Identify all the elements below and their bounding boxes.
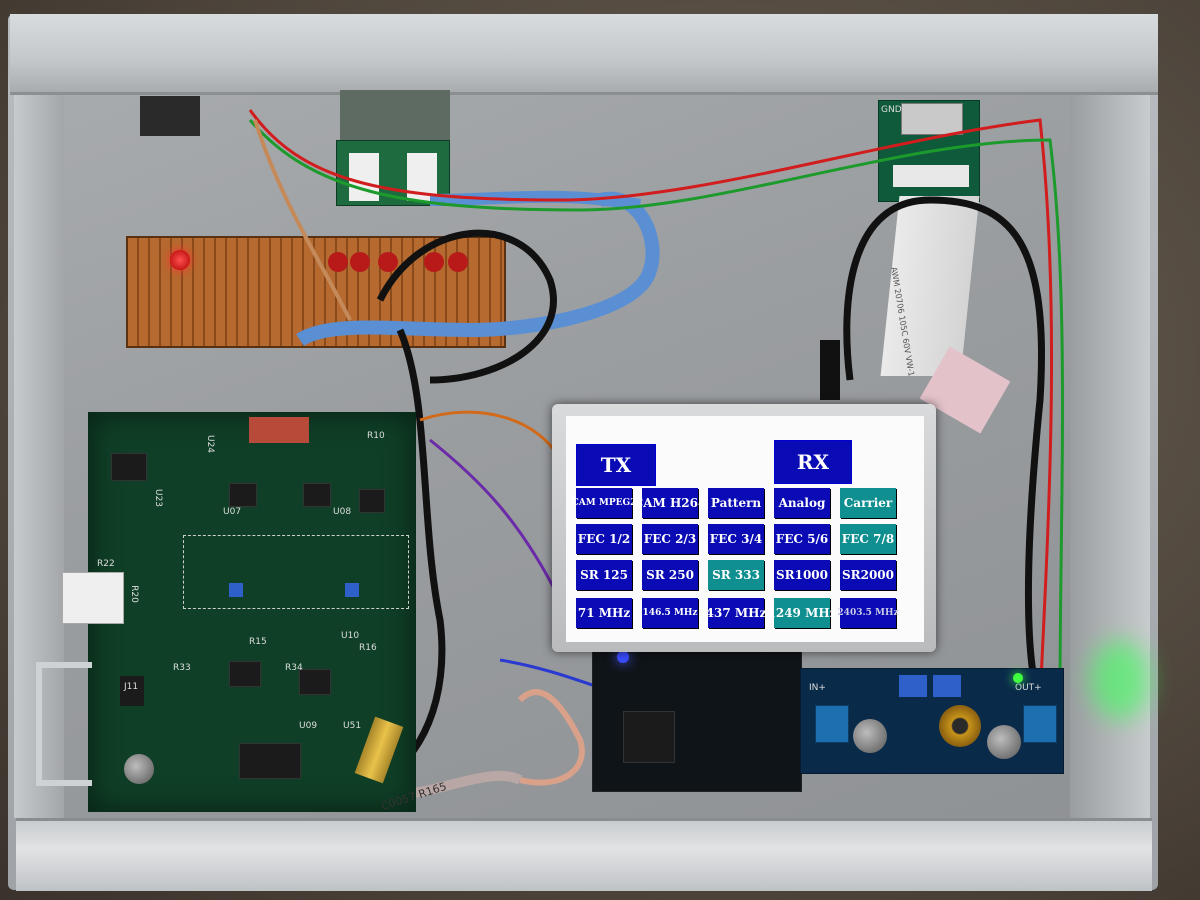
tx-label: TX <box>600 453 632 477</box>
pink-coax <box>517 689 585 786</box>
option-button-fec-5-6[interactable]: FEC 5/6 <box>774 524 830 554</box>
ribbon-connector <box>893 165 969 187</box>
u08-label: U08 <box>333 507 352 517</box>
red-led <box>378 252 398 272</box>
black-cable <box>378 328 446 784</box>
option-button-analog[interactable]: Analog <box>774 488 830 518</box>
r15-label: R15 <box>249 637 267 647</box>
r16-label: R16 <box>359 643 377 653</box>
screw-terminal <box>124 754 154 784</box>
rx-header[interactable]: RX <box>774 440 852 484</box>
option-button-sr1000[interactable]: SR1000 <box>774 560 830 590</box>
ic-chip <box>299 669 331 695</box>
u51-label: U51 <box>343 721 362 731</box>
ic-chip <box>359 489 385 513</box>
ic-chip <box>303 483 331 507</box>
option-button-437-mhz[interactable]: 437 MHz <box>706 598 766 628</box>
tx-header[interactable]: TX <box>576 444 656 486</box>
option-button-carrier[interactable]: Carrier <box>840 488 896 518</box>
inductor <box>939 705 981 747</box>
red-led <box>448 252 468 272</box>
option-button-fec-1-2[interactable]: FEC 1/2 <box>576 524 632 554</box>
u10-label: U10 <box>341 631 360 641</box>
purple-wire <box>429 438 562 601</box>
blue-led <box>617 651 629 663</box>
trim-pot <box>899 675 927 697</box>
blue-cable <box>429 190 642 211</box>
green-wire <box>248 119 1064 701</box>
gnd-label: GND <box>881 105 902 115</box>
red-led <box>328 252 348 272</box>
r20-label: R20 <box>128 585 139 603</box>
ic-chip <box>229 483 257 507</box>
r33-label: R33 <box>173 663 191 673</box>
enclosure-top-rail <box>10 14 1158 95</box>
black-cable <box>843 196 1045 702</box>
option-button-cam-h264[interactable]: CAM H264 <box>634 488 706 518</box>
voltage-regulator: J11 <box>120 676 144 706</box>
capacitor <box>987 725 1021 759</box>
option-button-sr-125[interactable]: SR 125 <box>576 560 632 590</box>
red-wire <box>248 109 1054 701</box>
raspberry-pi-board <box>592 650 802 792</box>
u09-label: U09 <box>299 721 318 731</box>
dc-jack <box>140 96 200 136</box>
u23-label: U23 <box>153 488 164 508</box>
hdmi-port <box>901 103 963 135</box>
black-cable <box>376 229 557 384</box>
soc-chip <box>623 711 675 763</box>
u07-label: U07 <box>223 507 242 517</box>
coax-cable <box>253 119 352 321</box>
option-button-sr2000[interactable]: SR2000 <box>840 560 896 590</box>
option-button-fec-7-8[interactable]: FEC 7/8 <box>840 524 896 554</box>
enclosure-bottom-rail <box>16 818 1152 891</box>
blue-cable <box>296 191 660 347</box>
modulator-pcb: R10 U24 U23 U07 U08 R15 R16 R22 R20 U10 … <box>88 412 416 812</box>
rj45-shield <box>340 90 450 146</box>
green-glow <box>1090 640 1150 720</box>
trim-pot <box>933 675 961 697</box>
orange-wire <box>419 410 562 461</box>
input-terminal <box>815 705 849 743</box>
silkscreen-box <box>183 535 409 609</box>
option-button-sr-250[interactable]: SR 250 <box>642 560 698 590</box>
red-led <box>424 252 444 272</box>
r22-label: R22 <box>97 559 115 569</box>
capacitor <box>853 719 887 753</box>
red-led <box>350 252 370 272</box>
option-button-fec-3-4[interactable]: FEC 3/4 <box>708 524 764 554</box>
ic-chip <box>229 661 261 687</box>
rx-label: RX <box>796 450 830 474</box>
output-terminal <box>1023 705 1057 743</box>
green-led <box>1013 673 1023 683</box>
option-button-sr-333[interactable]: SR 333 <box>708 560 764 590</box>
ic-chip <box>239 743 301 779</box>
red-led <box>170 250 190 270</box>
option-button-pattern[interactable]: Pattern <box>708 488 764 518</box>
option-button-2403-5-mhz[interactable]: 2403.5 MHz <box>837 598 899 628</box>
u24-label: U24 <box>205 434 216 454</box>
heatsink-bracket <box>36 662 92 786</box>
molex-connector <box>62 572 124 624</box>
dc-dc-converter: IN+ OUT+ <box>800 668 1064 774</box>
ic-chip <box>111 453 147 481</box>
trim-pot <box>229 583 243 597</box>
option-button-71-mhz[interactable]: 71 MHz <box>576 598 632 628</box>
option-button-cam-mpeg2[interactable]: CAM MPEG2 <box>572 488 636 518</box>
option-button-1249-mhz[interactable]: 1249 MHz <box>768 598 837 628</box>
trim-pot <box>345 583 359 597</box>
option-button-146-5-mhz[interactable]: 146.5 MHz <box>642 598 698 628</box>
r34-label: R34 <box>285 663 303 673</box>
out-label: OUT+ <box>1015 683 1042 693</box>
option-button-fec-2-3[interactable]: FEC 2/3 <box>642 524 698 554</box>
r10-label: R10 <box>367 431 385 441</box>
j11-label: J11 <box>124 682 139 692</box>
pin-header <box>249 417 309 443</box>
in-label: IN+ <box>809 683 826 693</box>
